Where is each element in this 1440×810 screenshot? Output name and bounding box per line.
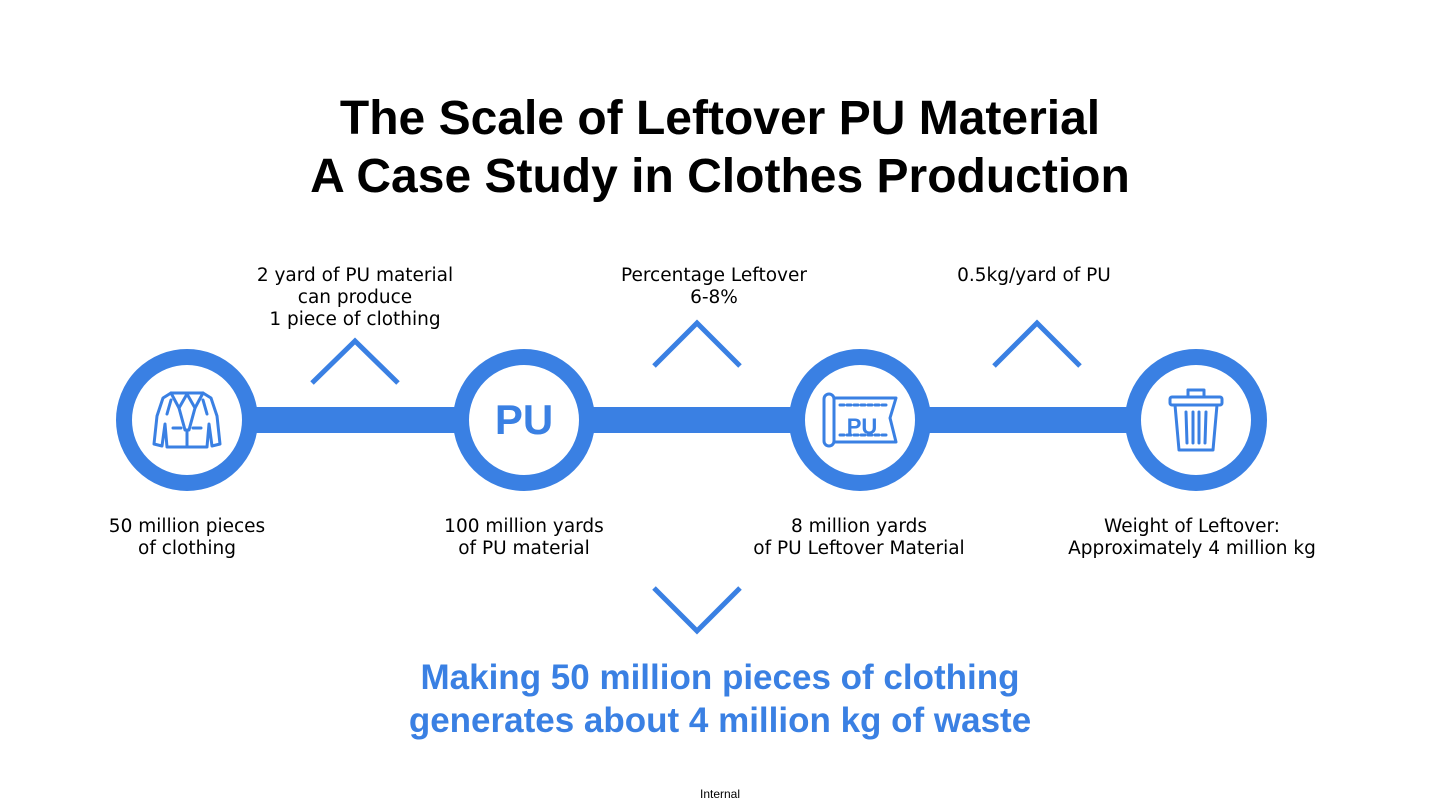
chevron-down-icon [652,586,742,635]
step-circle-waste-weight [1125,349,1267,491]
transition-label-percentage-leftover: Percentage Leftover 6-8% [620,265,807,308]
chevron-up-icon [652,319,742,368]
connector-bar [185,407,1195,433]
conclusion-line-2: generates about 4 million kg of waste [408,701,1032,740]
transition-label-yards-per-piece: 2 yard of PU material can produce 1 piec… [256,265,454,330]
step-label-clothing: 50 million pieces of clothing [108,516,266,559]
title-line-2: A Case Study in Clothes Production [310,150,1130,203]
step-label-waste-weight: Weight of Leftover: Approximately 4 mill… [1068,516,1316,559]
step-circle-pu-leftover [789,349,931,491]
pu-text-icon: PU [495,396,553,443]
step-label-pu-material: 100 million yards of PU material [444,516,604,559]
pu-roll-icon-label: PU [847,414,878,439]
title-line-1: The Scale of Leftover PU Material [339,92,1101,145]
step-circle-pu-material [453,349,595,491]
chevron-up-icon [310,337,400,385]
step-label-pu-leftover: 8 million yards of PU Leftover Material [753,516,965,559]
pu-roll-icon [822,392,898,448]
transition-label-weight-per-yard: 0.5kg/yard of PU [957,265,1111,286]
step-circle-clothing [116,349,258,491]
jacket-icon [152,391,222,449]
footer-classification: Internal [699,787,741,801]
conclusion-line-1: Making 50 million pieces of clothing [420,658,1020,697]
trash-can-icon [1168,388,1224,452]
chevron-up-icon [992,319,1082,368]
